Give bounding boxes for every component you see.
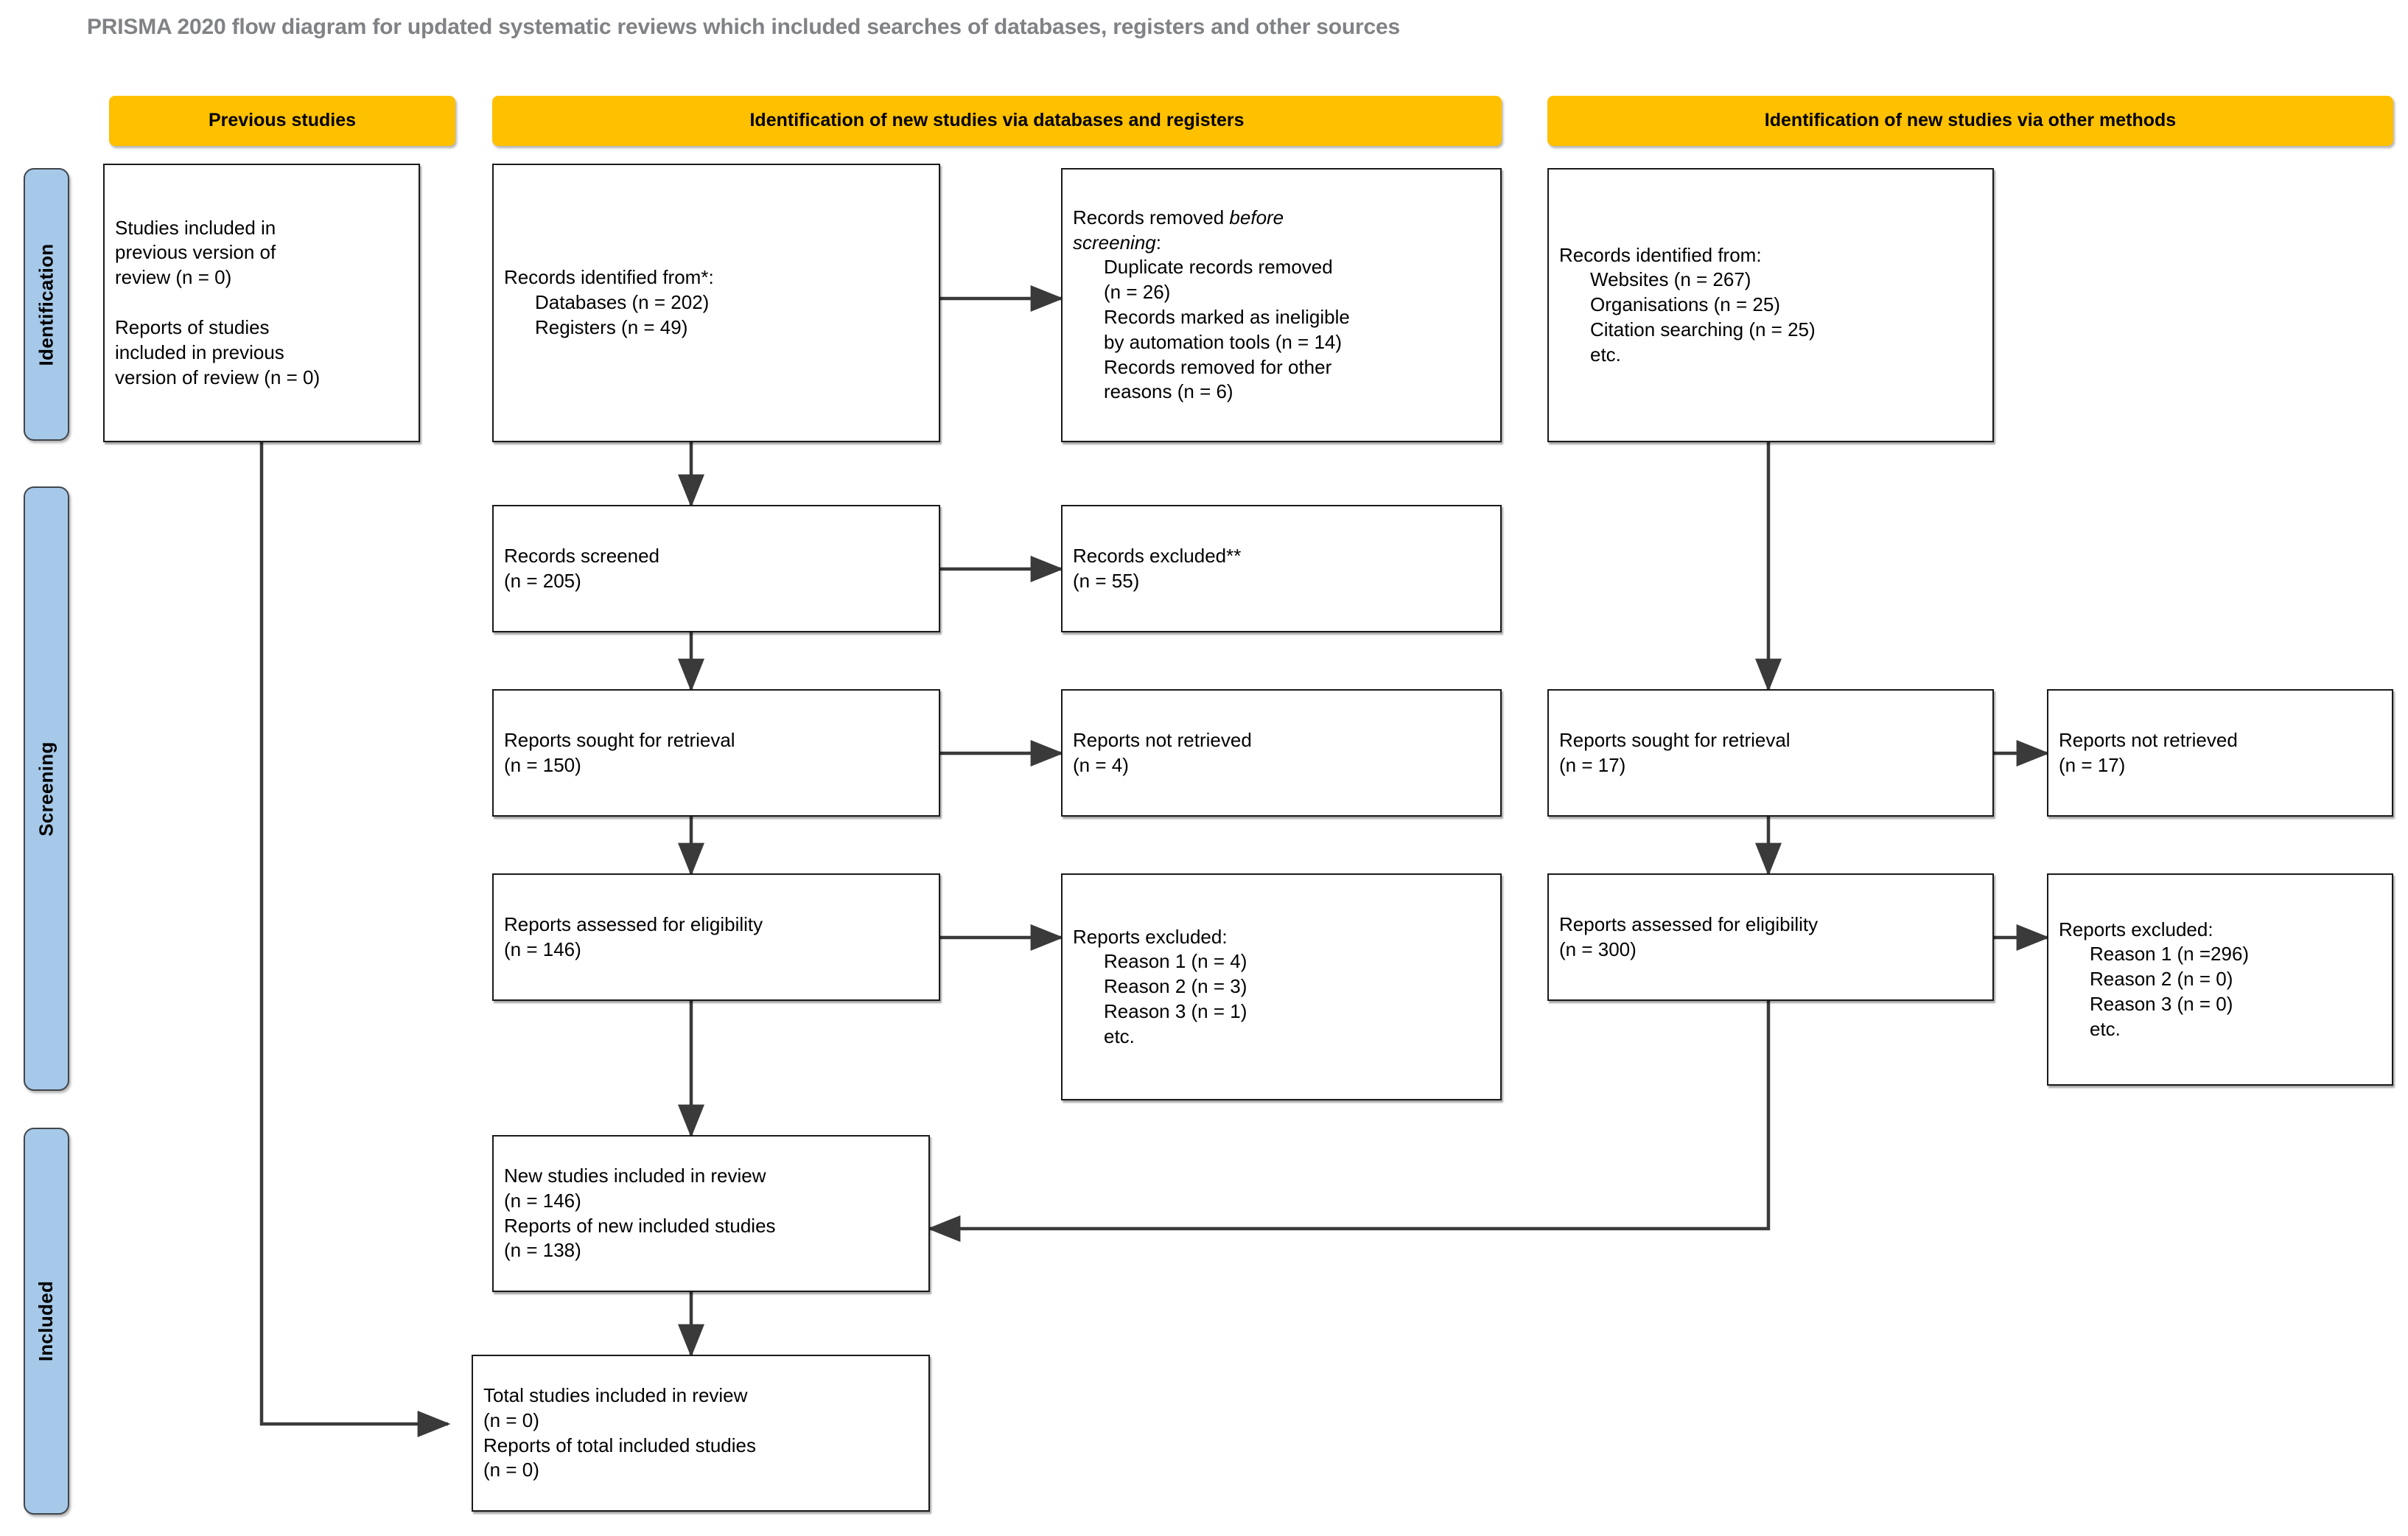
box-reports-assessed-other: Reports assessed for eligibility (n = 30… — [1547, 873, 1994, 1001]
box-records-screened: Records screened (n = 205) — [492, 505, 940, 632]
reports-excluded-other-line-2: Reason 1 (n =296) — [2090, 943, 2250, 966]
reports-not-retrieved-db-line-2: (n = 4) — [1073, 753, 1129, 776]
other-identified-line-1: Records identified from: — [1559, 243, 1762, 266]
other-identified-line-2: Websites (n = 267) — [1590, 268, 1751, 291]
reports-sought-db-line-2: (n = 150) — [504, 753, 581, 776]
other-identified-line-5: etc. — [1590, 343, 1621, 366]
records-excluded-line-2: (n = 55) — [1073, 569, 1140, 592]
records-removed-line-4: (n = 26) — [1104, 281, 1171, 304]
records-removed-line-7: Records removed for other — [1104, 355, 1332, 378]
previous-studies-line-4: Reports of studies — [115, 316, 270, 338]
new-included-line-1: New studies included in review — [504, 1164, 766, 1187]
stage-tab-included: Included — [24, 1128, 69, 1515]
box-records-identified: Records identified from*: Databases (n =… — [492, 164, 940, 442]
header-previous-studies-label: Previous studies — [208, 110, 357, 131]
reports-excluded-other-line-4: Reason 3 (n = 0) — [2090, 992, 2233, 1015]
stage-tab-included-label: Included — [35, 1280, 57, 1362]
reports-excluded-other-line-1: Reports excluded: — [2059, 918, 2213, 940]
reports-excluded-db-line-4: Reason 3 (n = 1) — [1104, 999, 1247, 1022]
records-screened-line-1: Records screened — [504, 544, 659, 567]
previous-studies-line-6: version of review (n = 0) — [115, 366, 321, 388]
records-identified-line-3: Registers (n = 49) — [535, 315, 688, 338]
box-other-records-identified: Records identified from: Websites (n = 2… — [1547, 168, 1994, 442]
reports-assessed-db-line-2: (n = 146) — [504, 938, 581, 960]
records-screened-line-2: (n = 205) — [504, 569, 581, 592]
reports-not-retrieved-other-line-1: Reports not retrieved — [2059, 728, 2238, 751]
stage-tab-screening: Screening — [24, 486, 69, 1091]
total-included-line-4: (n = 0) — [483, 1459, 539, 1481]
records-removed-line-8: reasons (n = 6) — [1104, 380, 1233, 403]
other-identified-line-4: Citation searching (n = 25) — [1590, 318, 1816, 341]
previous-studies-spacer — [115, 290, 408, 315]
total-included-line-2: (n = 0) — [483, 1408, 539, 1431]
previous-studies-line-2: previous version of — [115, 241, 276, 264]
other-identified-line-3: Organisations (n = 25) — [1590, 293, 1780, 316]
records-removed-line-2-colon: : — [1155, 231, 1161, 254]
reports-excluded-db-line-1: Reports excluded: — [1073, 925, 1228, 948]
box-reports-not-retrieved-databases: Reports not retrieved (n = 4) — [1061, 689, 1502, 817]
reports-sought-db-line-1: Reports sought for retrieval — [504, 728, 735, 751]
records-removed-line-1: Records removed before — [1073, 206, 1490, 231]
previous-studies-line-1: Studies included in — [115, 216, 276, 239]
reports-assessed-db-line-1: Reports assessed for eligibility — [504, 912, 763, 935]
box-records-excluded: Records excluded** (n = 55) — [1061, 505, 1502, 632]
records-removed-line-5: Records marked as ineligible — [1104, 306, 1350, 328]
box-records-removed-before-screening: Records removed before screening: Duplic… — [1061, 168, 1502, 442]
previous-studies-line-5: included in previous — [115, 341, 284, 363]
records-removed-line-2: screening: — [1073, 231, 1490, 256]
stage-tab-screening-label: Screening — [35, 741, 57, 837]
records-removed-line-3: Duplicate records removed — [1104, 256, 1333, 279]
records-removed-line-1-emph: before — [1229, 206, 1284, 228]
stage-tab-identification: Identification — [24, 168, 69, 441]
wire-previousstudies-to-totalstudies — [259, 442, 451, 1437]
page-title: PRISMA 2020 flow diagram for updated sys… — [87, 15, 1400, 39]
reports-assessed-other-line-1: Reports assessed for eligibility — [1559, 912, 1819, 935]
header-other-methods-label: Identification of new studies via other … — [1764, 110, 2177, 131]
records-identified-line-1: Records identified from*: — [504, 266, 714, 289]
box-previous-studies: Studies included in previous version of … — [103, 164, 420, 442]
box-reports-sought-databases: Reports sought for retrieval (n = 150) — [492, 689, 940, 817]
box-reports-sought-other: Reports sought for retrieval (n = 17) — [1547, 689, 1994, 817]
header-databases-registers-label: Identification of new studies via databa… — [749, 110, 1245, 131]
total-included-line-1: Total studies included in review — [483, 1383, 748, 1406]
reports-sought-other-line-2: (n = 17) — [1559, 753, 1626, 776]
reports-excluded-other-line-5: etc. — [2090, 1017, 2121, 1040]
total-included-line-3: Reports of total included studies — [483, 1434, 756, 1456]
reports-not-retrieved-other-line-2: (n = 17) — [2059, 753, 2126, 776]
records-removed-line-6: by automation tools (n = 14) — [1104, 330, 1343, 353]
reports-excluded-db-line-2: Reason 1 (n = 4) — [1104, 950, 1247, 973]
box-reports-not-retrieved-other: Reports not retrieved (n = 17) — [2047, 689, 2393, 817]
reports-excluded-other-line-3: Reason 2 (n = 0) — [2090, 968, 2233, 991]
box-total-studies-included: Total studies included in review (n = 0)… — [472, 1355, 930, 1512]
new-included-line-3: Reports of new included studies — [504, 1214, 776, 1237]
new-included-line-4: (n = 138) — [504, 1239, 581, 1262]
box-reports-assessed-databases: Reports assessed for eligibility (n = 14… — [492, 873, 940, 1001]
reports-excluded-db-line-5: etc. — [1104, 1024, 1135, 1047]
records-removed-line-1-text: Records removed — [1073, 206, 1230, 228]
header-other-methods: Identification of new studies via other … — [1547, 96, 2393, 146]
records-removed-line-2-emph: screening — [1073, 231, 1156, 254]
stage-tab-identification-label: Identification — [35, 243, 57, 366]
reports-assessed-other-line-2: (n = 300) — [1559, 938, 1637, 960]
box-reports-excluded-databases: Reports excluded: Reason 1 (n = 4) Reaso… — [1061, 873, 1502, 1100]
records-identified-line-2: Databases (n = 202) — [535, 291, 710, 314]
reports-excluded-db-line-3: Reason 2 (n = 3) — [1104, 975, 1247, 998]
previous-studies-line-3: review (n = 0) — [115, 266, 232, 289]
box-reports-excluded-other: Reports excluded: Reason 1 (n =296) Reas… — [2047, 873, 2393, 1086]
reports-not-retrieved-db-line-1: Reports not retrieved — [1073, 728, 1252, 751]
header-databases-registers: Identification of new studies via databa… — [492, 96, 1502, 146]
new-included-line-2: (n = 146) — [504, 1189, 581, 1212]
reports-sought-other-line-1: Reports sought for retrieval — [1559, 728, 1791, 751]
records-excluded-line-1: Records excluded** — [1073, 544, 1242, 567]
box-new-studies-included: New studies included in review (n = 146)… — [492, 1135, 930, 1292]
header-previous-studies: Previous studies — [109, 96, 455, 146]
